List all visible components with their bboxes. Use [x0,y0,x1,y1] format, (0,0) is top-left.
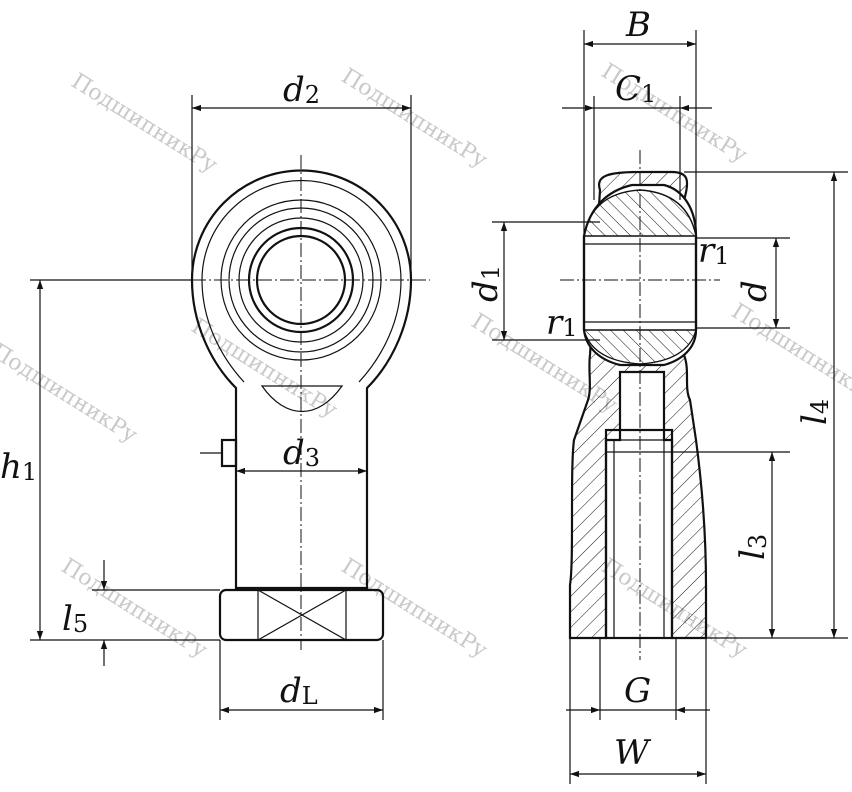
thread-bore [604,428,674,640]
d1-label: d1 [466,265,506,302]
B-label: B [625,5,651,45]
grease-nipple [220,438,238,468]
section-view: B C1 d1 r1 r1 d l4 l3 [466,5,848,784]
hex-cross [257,589,347,641]
d-label: d [735,280,775,302]
eye-lower-lobe [260,385,344,412]
W-label: W [614,733,652,773]
watermark-group: ПодшипникРу ПодшипникРу ПодшипникРу Подш… [0,59,852,664]
h1-label: h1 [0,447,37,487]
eye-outline [190,169,413,590]
front-view: d2 h1 d3 l5 dL [0,70,430,720]
d3-label: d3 [283,433,320,473]
watermark-text: ПодшипникРу [57,554,212,664]
r1-bottom-label: r1 [546,303,578,343]
C1-label: C1 [615,69,656,109]
watermark-text: ПодшипникРу [337,554,492,664]
bore-inner [255,234,347,326]
watermark-text: ПодшипникРу [337,64,492,174]
d2-label: d2 [283,70,320,110]
l3-label: l3 [733,534,773,560]
r1-top-label: r1 [698,231,730,271]
watermark-text: ПодшипникРу [727,299,852,409]
l4-label: l4 [795,399,835,425]
ball-lower-cap [583,329,697,365]
watermark-text: ПодшипникРу [0,339,141,449]
watermark-text: ПодшипникРу [67,69,222,179]
l5-label: l5 [62,599,88,639]
dL-label: dL [280,671,318,711]
G-label: G [624,671,651,711]
